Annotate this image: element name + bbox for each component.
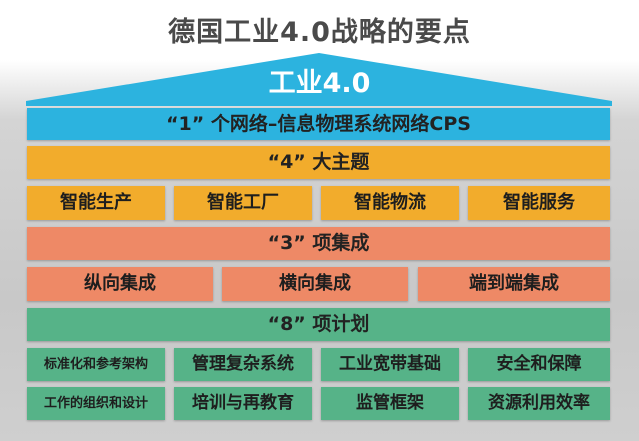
theme-item: 智能物流 xyxy=(321,186,459,220)
integrations-header: “3” 项集成 xyxy=(27,227,610,260)
plan-item: 资源利用效率 xyxy=(468,387,610,420)
diagram-title: 德国工业4.0战略的要点 xyxy=(168,17,471,48)
roof-label: 工业4.0 xyxy=(268,68,371,99)
integration-item: 横向集成 xyxy=(222,267,408,301)
integration-item: 纵向集成 xyxy=(27,267,213,301)
roof-shape xyxy=(26,53,612,106)
plan-item: 监管框架 xyxy=(321,387,459,420)
cps-band: “1” 个网络–信息物理系统网络CPS xyxy=(27,108,610,140)
integration-item: 端到端集成 xyxy=(418,267,610,301)
theme-item: 智能工厂 xyxy=(174,186,312,220)
themes-header: “4” 大主题 xyxy=(27,146,610,179)
theme-item: 智能生产 xyxy=(27,186,165,220)
plan-item: 工作的组织和设计 xyxy=(27,387,165,420)
theme-item: 智能服务 xyxy=(468,186,610,220)
plan-item: 标准化和参考架构 xyxy=(27,348,165,381)
plans-header: “8” 项计划 xyxy=(27,308,610,341)
plan-item: 培训与再教育 xyxy=(174,387,312,420)
plan-item: 管理复杂系统 xyxy=(174,348,312,381)
plan-item: 工业宽带基础 xyxy=(321,348,459,381)
plan-item: 安全和保障 xyxy=(468,348,610,381)
